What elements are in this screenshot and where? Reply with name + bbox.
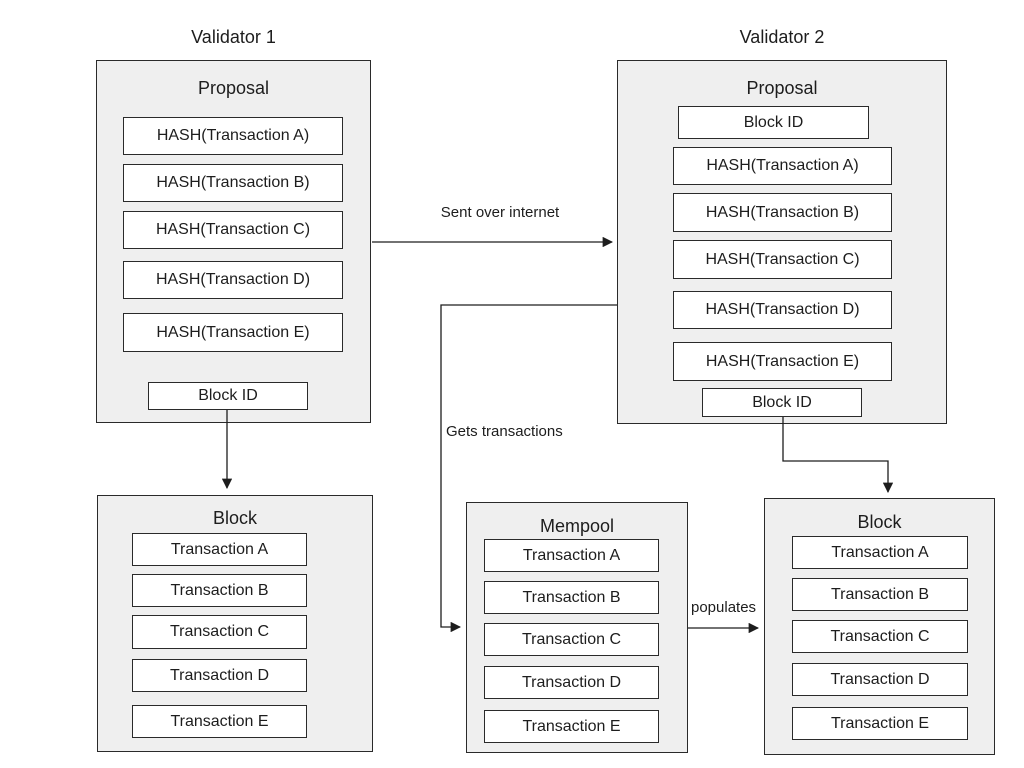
validator1-hash-row: HASH(Transaction A) <box>123 117 343 155</box>
mempool-tx-row: Transaction D <box>484 666 659 699</box>
validator1-hash-row: HASH(Transaction B) <box>123 164 343 202</box>
validator1-hash-row: HASH(Transaction E) <box>123 313 343 352</box>
mempool-tx-row: Transaction C <box>484 623 659 656</box>
block-left-tx-row: Transaction D <box>132 659 307 692</box>
validator1-hash-row: HASH(Transaction D) <box>123 261 343 299</box>
mempool-heading: Mempool <box>539 516 615 536</box>
block-left-tx-row: Transaction A <box>132 533 307 566</box>
block-right-tx-row: Transaction B <box>792 578 968 611</box>
mempool-tx-row: Transaction A <box>484 539 659 572</box>
block-right-heading: Block <box>857 512 902 532</box>
block-left-tx-row: Transaction E <box>132 705 307 738</box>
edge-label-sent-over-internet: Sent over internet <box>440 204 560 221</box>
validator2-hash-row: HASH(Transaction D) <box>673 291 892 329</box>
edge-label-populates: populates <box>691 599 757 616</box>
validator1-hash-row: HASH(Transaction C) <box>123 211 343 249</box>
validator2-block-id-bottom: Block ID <box>702 388 862 417</box>
mempool-tx-row: Transaction B <box>484 581 659 614</box>
validator2-hash-row: HASH(Transaction B) <box>673 193 892 232</box>
validator2-proposal-heading: Proposal <box>746 78 818 98</box>
validator1-title: Validator 1 <box>191 27 276 47</box>
edge-label-gets-transactions: Gets transactions <box>446 423 563 440</box>
validator2-hash-row: HASH(Transaction A) <box>673 147 892 185</box>
block-right-tx-row: Transaction C <box>792 620 968 653</box>
validator1-block-id: Block ID <box>148 382 308 410</box>
validator2-hash-row: HASH(Transaction E) <box>673 342 892 381</box>
block-right-tx-row: Transaction A <box>792 536 968 569</box>
validator2-hash-row: HASH(Transaction C) <box>673 240 892 279</box>
block-right-tx-row: Transaction D <box>792 663 968 696</box>
validator2-block-id-top: Block ID <box>678 106 869 139</box>
block-right-tx-row: Transaction E <box>792 707 968 740</box>
block-left-tx-row: Transaction C <box>132 615 307 649</box>
validator1-proposal-heading: Proposal <box>197 78 270 98</box>
block-left-heading: Block <box>212 508 257 528</box>
mempool-tx-row: Transaction E <box>484 710 659 743</box>
block-left-tx-row: Transaction B <box>132 574 307 607</box>
validator2-title: Validator 2 <box>739 27 825 47</box>
arrow-validator2-blockid-to-block <box>782 417 894 494</box>
